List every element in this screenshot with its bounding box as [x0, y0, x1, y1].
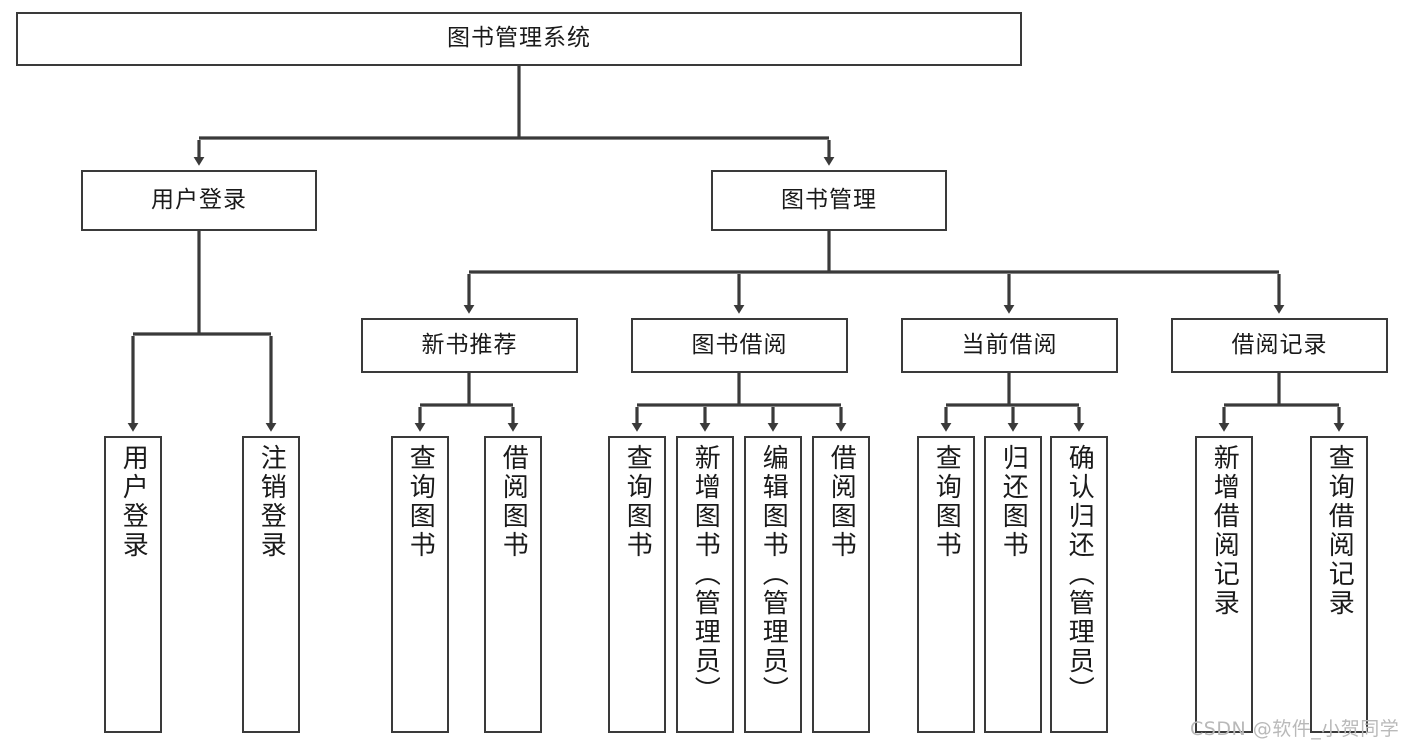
node-leaf-borrow-book-1-label: 借阅图书: [498, 444, 529, 560]
node-leaf-logout[interactable]: 注销登录: [242, 436, 300, 733]
node-current-borrow[interactable]: 当前借阅: [901, 318, 1118, 373]
node-leaf-user-login-label: 用户登录: [118, 444, 149, 560]
node-leaf-add-record-label: 新增借阅记录: [1209, 444, 1240, 618]
node-book-borrow-label: 图书借阅: [691, 331, 788, 358]
node-leaf-add-record[interactable]: 新增借阅记录: [1195, 436, 1253, 733]
node-leaf-user-login[interactable]: 用户登录: [104, 436, 162, 733]
node-leaf-edit-book-label: 编辑图书（管理员）: [758, 444, 789, 705]
node-leaf-query-book-1-label: 查询图书: [405, 444, 436, 560]
node-leaf-borrow-book-2-label: 借阅图书: [826, 444, 857, 560]
node-leaf-edit-book[interactable]: 编辑图书（管理员）: [744, 436, 802, 733]
node-user-login-label: 用户登录: [151, 186, 247, 213]
node-leaf-return-book-label: 归还图书: [998, 444, 1029, 560]
node-root[interactable]: 图书管理系统: [16, 12, 1022, 66]
node-borrow-record[interactable]: 借阅记录: [1171, 318, 1388, 373]
node-current-borrow-label: 当前借阅: [961, 331, 1058, 358]
node-leaf-add-book[interactable]: 新增图书（管理员）: [676, 436, 734, 733]
node-leaf-query-record[interactable]: 查询借阅记录: [1310, 436, 1368, 733]
node-new-book-recommend[interactable]: 新书推荐: [361, 318, 578, 373]
node-leaf-query-book-3-label: 查询图书: [931, 444, 962, 560]
node-leaf-add-book-label: 新增图书（管理员）: [690, 444, 721, 705]
node-borrow-record-label: 借阅记录: [1231, 331, 1328, 358]
node-leaf-query-book-3[interactable]: 查询图书: [917, 436, 975, 733]
node-book-borrow[interactable]: 图书借阅: [631, 318, 848, 373]
node-book-manage[interactable]: 图书管理: [711, 170, 947, 231]
node-leaf-return-book[interactable]: 归还图书: [984, 436, 1042, 733]
node-book-manage-label: 图书管理: [781, 186, 877, 213]
node-leaf-query-record-label: 查询借阅记录: [1324, 444, 1355, 618]
node-leaf-borrow-book-2[interactable]: 借阅图书: [812, 436, 870, 733]
node-leaf-borrow-book-1[interactable]: 借阅图书: [484, 436, 542, 733]
node-leaf-logout-label: 注销登录: [256, 444, 287, 560]
node-new-book-recommend-label: 新书推荐: [421, 331, 518, 358]
node-root-label: 图书管理系统: [447, 25, 591, 52]
node-leaf-confirm-return[interactable]: 确认归还（管理员）: [1050, 436, 1108, 733]
node-leaf-query-book-2-label: 查询图书: [622, 444, 653, 560]
node-leaf-query-book-1[interactable]: 查询图书: [391, 436, 449, 733]
node-leaf-query-book-2[interactable]: 查询图书: [608, 436, 666, 733]
node-user-login[interactable]: 用户登录: [81, 170, 317, 231]
node-leaf-confirm-return-label: 确认归还（管理员）: [1064, 444, 1095, 705]
